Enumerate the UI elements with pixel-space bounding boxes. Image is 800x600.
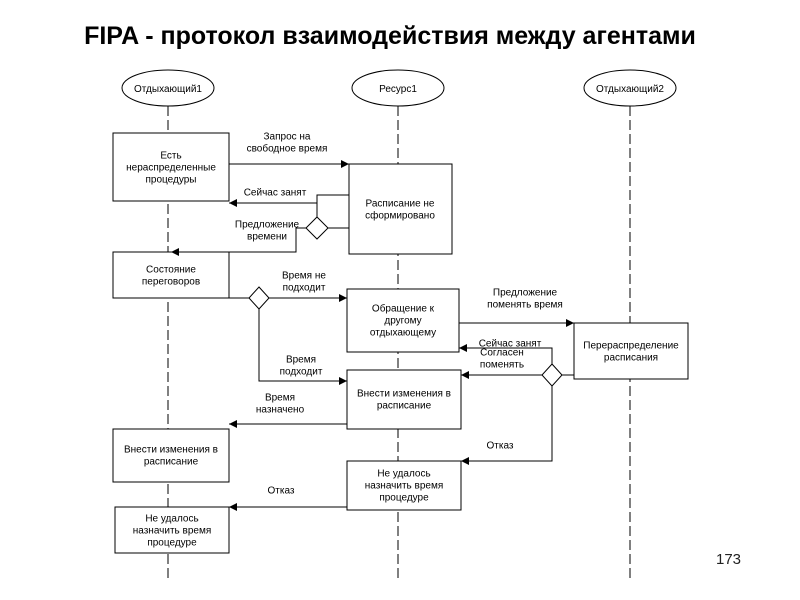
- arrow-busy-1: [316, 194, 349, 217]
- msg-refuse-2: Отказ: [268, 486, 295, 497]
- decision-diamond-a2: [541, 363, 563, 387]
- decision-diamond-res: [305, 216, 329, 240]
- actor-a2-label: Отдыхающий2: [596, 84, 664, 95]
- msg-refuse-1: Отказ: [487, 441, 514, 452]
- actor-a1-label: Отдыхающий1: [134, 84, 202, 95]
- decision-diamond-a1: [248, 286, 270, 310]
- arrow-busy-2: [459, 344, 553, 364]
- arrow-time-ok: [258, 309, 347, 385]
- arrow-time-offer: [171, 227, 306, 256]
- actor-a2: Отдыхающий2: [583, 69, 677, 107]
- actor-a1: Отдыхающий1: [121, 69, 215, 107]
- slide-title: FIPA - протокол взаимодействия между аге…: [84, 22, 696, 50]
- actor-res-label: Ресурс1: [379, 84, 417, 95]
- msg-busy-2: Сейчас занят: [479, 339, 542, 350]
- actor-res: Ресурс1: [351, 69, 445, 107]
- arrow-refuse-1: [461, 386, 553, 465]
- msg-busy-1: Сейчас занят: [244, 188, 307, 199]
- slide-number: 173: [716, 551, 742, 568]
